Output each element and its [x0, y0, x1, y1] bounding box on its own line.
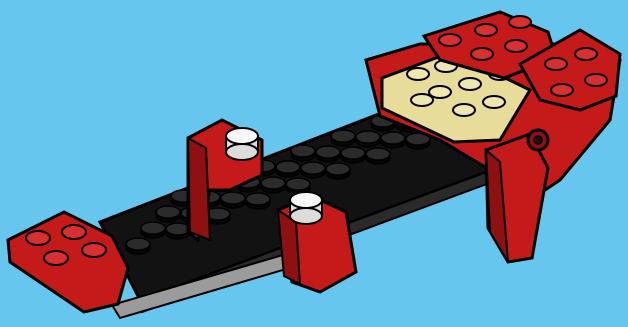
- technic-hole: [528, 130, 548, 150]
- red-fender-left-side: [188, 138, 210, 240]
- black-stud: [301, 162, 325, 174]
- black-stud: [276, 161, 300, 173]
- black-stud: [331, 130, 355, 142]
- black-stud: [156, 206, 180, 218]
- white-stud-right: [290, 192, 322, 224]
- black-stud: [246, 193, 270, 205]
- black-stud: [366, 148, 390, 160]
- black-stud: [291, 145, 315, 157]
- black-stud: [356, 131, 380, 143]
- black-stud: [286, 178, 310, 190]
- black-stud: [341, 147, 365, 159]
- black-stud: [316, 146, 340, 158]
- black-stud: [221, 192, 245, 204]
- white-stud-left: [226, 128, 258, 160]
- black-stud: [381, 132, 405, 144]
- black-stud: [166, 223, 190, 235]
- black-stud: [326, 163, 350, 175]
- black-stud: [141, 222, 165, 234]
- black-stud: [261, 177, 285, 189]
- black-stud: [126, 238, 150, 250]
